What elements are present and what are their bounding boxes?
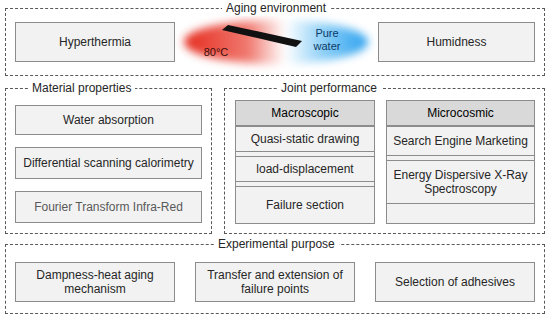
illustration-label: Pure water (304, 27, 350, 52)
column-panel: MicrocosmicSearch Engine MarketingEnergy… (386, 100, 535, 224)
box-label: Failure section (266, 198, 344, 212)
process-box: load-displacement (235, 156, 375, 182)
process-box: Fourier Transform Infra-Red (15, 191, 202, 223)
column-header: Microcosmic (387, 101, 534, 126)
group-heading: Experimental purpose (214, 237, 339, 252)
box-label: Humidness (426, 35, 486, 49)
process-box: Hyperthermia (15, 22, 175, 62)
dashed-group: Aging environmentHyperthermiaHumidness (5, 8, 545, 76)
box-label: load-displacement (256, 162, 353, 176)
box-label: Differential scanning calorimetry (23, 156, 194, 170)
dashed-group: Experimental purposeDampness-heat aging … (5, 244, 545, 314)
process-box: Selection of adhesives (375, 262, 535, 302)
process-box: Differential scanning calorimetry (15, 147, 202, 179)
column-panel: MacroscopicQuasi-static drawing load-disp… (235, 100, 375, 224)
column-header: Macroscopic (236, 101, 374, 126)
dashed-group: Joint performanceMacroscopicQuasi-static… (224, 88, 545, 234)
box-label: Water absorption (63, 113, 154, 127)
box-label: Fourier Transform Infra-Red (34, 200, 183, 214)
box-label: Search Engine Marketing (393, 134, 528, 148)
box-label: Transfer and extension of failure points (202, 268, 348, 297)
specimen-plate (222, 25, 302, 47)
heat-water-gradient (184, 20, 368, 64)
process-box: Energy Dispersive X-Ray Spectroscopy (386, 160, 535, 204)
process-box: Dampness-heat aging mechanism (15, 262, 175, 302)
box-label: Quasi-static drawing (251, 132, 360, 146)
process-box: Humidness (378, 22, 535, 62)
box-label: Energy Dispersive X-Ray Spectroscopy (393, 168, 528, 197)
group-heading: Material properties (28, 81, 135, 96)
box-label: Dampness-heat aging mechanism (22, 268, 168, 297)
process-box: Failure section (235, 186, 375, 224)
process-box: Transfer and extension of failure points (195, 262, 355, 302)
dashed-group: Material propertiesWater absorptionDiffe… (5, 88, 212, 234)
process-box: Search Engine Marketing (386, 126, 535, 156)
group-heading: Aging environment (222, 1, 330, 16)
process-box: Water absorption (15, 105, 202, 135)
group-heading: Joint performance (277, 81, 381, 96)
process-box: Quasi-static drawing (235, 126, 375, 152)
box-label: Hyperthermia (59, 35, 131, 49)
illustration-label: 80°C (196, 46, 236, 59)
box-label: Selection of adhesives (395, 275, 515, 289)
